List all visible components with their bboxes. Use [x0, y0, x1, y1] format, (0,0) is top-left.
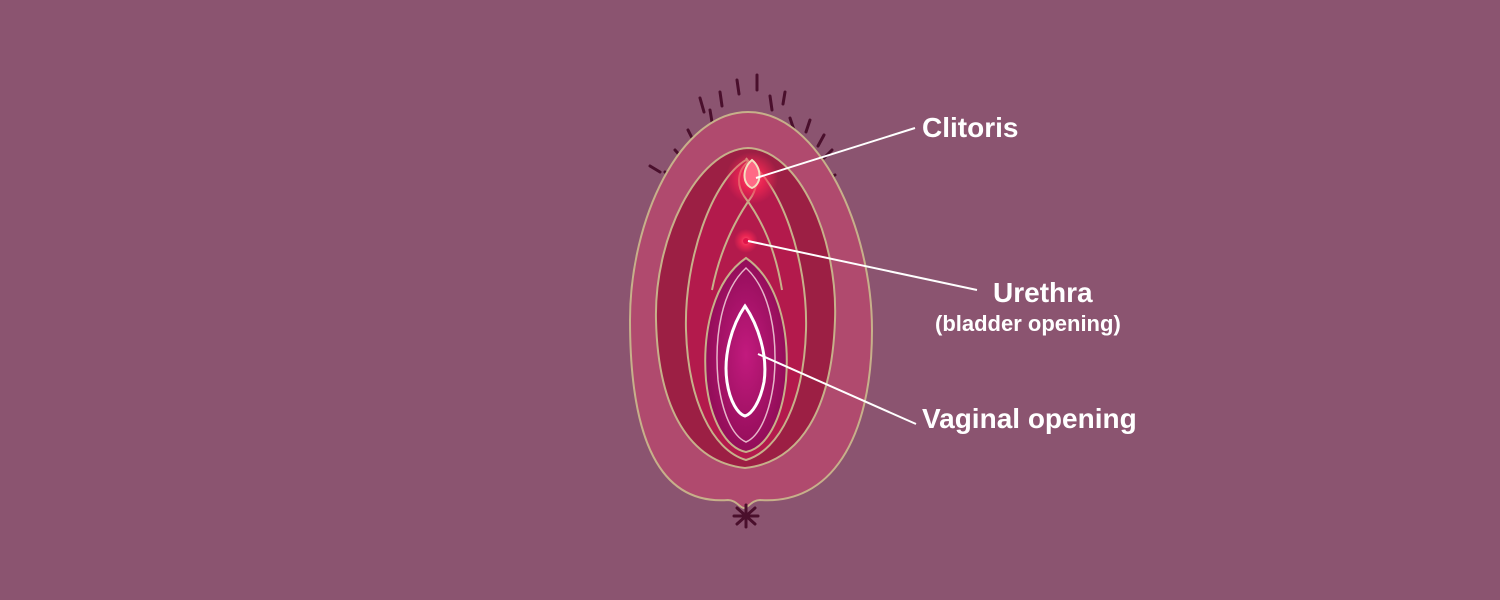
vaginal-area	[704, 256, 788, 454]
clitoris-leader-line	[755, 127, 916, 179]
urethra	[743, 238, 749, 244]
vaginal-opening-leader-line	[757, 353, 917, 425]
clitoris-label: Clitoris	[922, 112, 1019, 143]
urethra-leader-line	[747, 240, 978, 291]
anus-mark	[732, 503, 760, 529]
vaginal-opening	[724, 303, 767, 418]
urethra-note-label: (bladder opening)	[935, 311, 1121, 336]
vaginal-opening-label: Vaginal opening	[922, 403, 1137, 434]
clitoris	[743, 158, 761, 190]
urethra-label: Urethra	[993, 277, 1093, 308]
